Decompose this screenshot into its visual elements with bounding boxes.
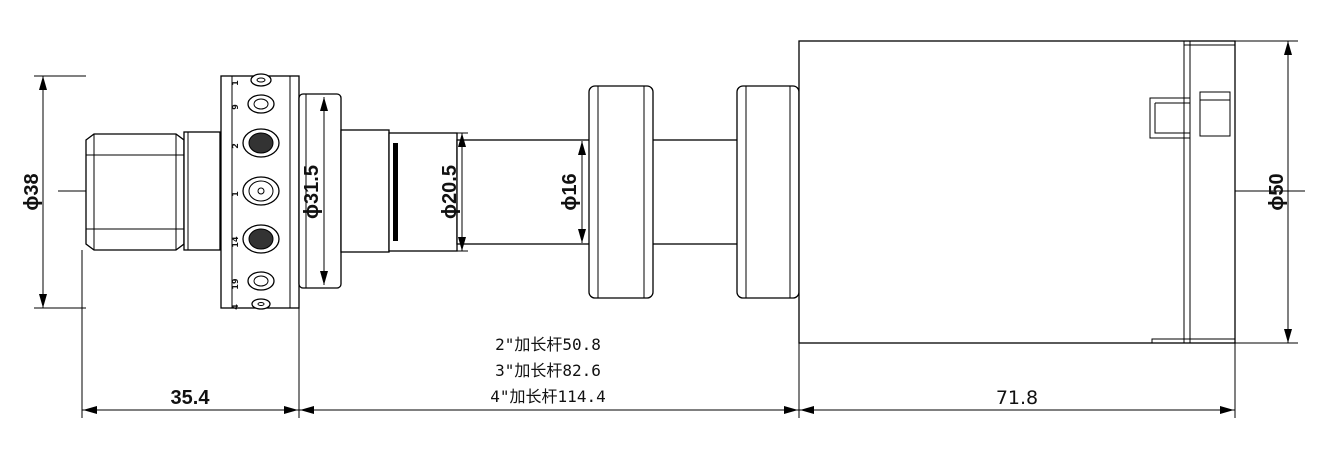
label-dia-38: ϕ38 bbox=[21, 173, 43, 210]
port-number: 4 bbox=[231, 304, 240, 310]
label-dia-16: ϕ16 bbox=[559, 173, 581, 210]
port-number: 14 bbox=[231, 236, 240, 248]
port: 4 bbox=[231, 298, 271, 310]
dimension-dia-16: ϕ16 bbox=[559, 141, 586, 243]
note-extension-3in: 3"加长杆82.6 bbox=[495, 361, 601, 380]
hex-nut bbox=[85, 133, 185, 251]
port: 1 bbox=[231, 73, 272, 87]
port: 19 bbox=[231, 271, 275, 291]
dimension-dia-50: ϕ50 bbox=[1235, 40, 1298, 344]
port: 14 bbox=[231, 224, 280, 254]
port: 9 bbox=[231, 94, 275, 114]
dimension-dia-20-5: ϕ20.5 bbox=[439, 132, 468, 252]
dimension-dia-38: ϕ38 bbox=[21, 75, 86, 309]
dimension-lengths bbox=[81, 250, 1236, 418]
port: 1 bbox=[231, 176, 280, 206]
label-dia-50: ϕ50 bbox=[1266, 173, 1288, 210]
label-dia-20-5: ϕ20.5 bbox=[439, 165, 461, 219]
port-number: 2 bbox=[231, 143, 240, 149]
label-length-35-4: 35.4 bbox=[171, 387, 211, 409]
bearing-disk-left bbox=[588, 85, 654, 299]
step-sleeve bbox=[340, 129, 390, 253]
port-number: 9 bbox=[231, 104, 240, 110]
port-number: 19 bbox=[231, 278, 240, 290]
label-dia-31-5: ϕ31.5 bbox=[301, 165, 323, 219]
collar bbox=[183, 131, 221, 251]
note-extension-2in: 2"加长杆50.8 bbox=[495, 335, 601, 354]
port-number: 1 bbox=[231, 191, 240, 197]
port-number: 1 bbox=[231, 80, 240, 86]
note-extension-4in: 4"加长杆114.4 bbox=[490, 387, 605, 406]
main-body bbox=[798, 40, 1236, 344]
port: 2 bbox=[231, 128, 280, 158]
neck bbox=[388, 132, 458, 252]
dimension-dia-31-5: ϕ31.5 bbox=[301, 97, 328, 285]
label-length-71-8: 71.8 bbox=[996, 387, 1038, 409]
